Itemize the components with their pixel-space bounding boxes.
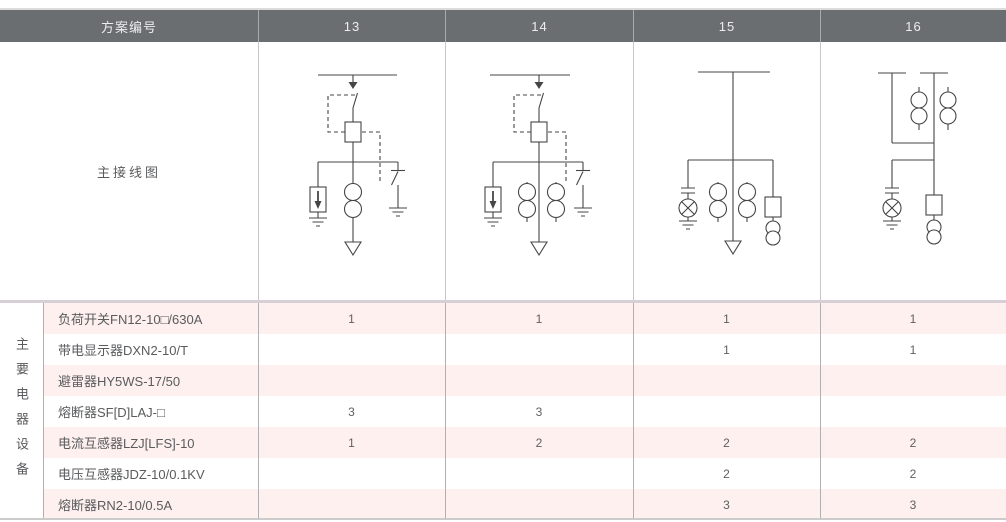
qty-cell: 1 <box>909 311 917 326</box>
diagram-row-label: 主接线图 <box>96 164 161 180</box>
equipment-table-block: 主要电器设备 负荷开关FN12-10□/630A 1 1 1 1 带电显示器DX… <box>0 303 1006 520</box>
table-bottom-border <box>0 518 1006 520</box>
equipment-rows: 负荷开关FN12-10□/630A 1 1 1 1 带电显示器DXN2-10/T… <box>43 303 1006 520</box>
wiring-diagram-scheme-15 <box>633 42 820 300</box>
one-line-diagram-15-svg <box>678 71 782 256</box>
equipment-name: 熔断器SF[D]LAJ-□ <box>58 405 165 420</box>
qty-cell: 1 <box>348 311 355 326</box>
qty-cell: 2 <box>723 435 730 450</box>
header-scheme-15: 15 <box>633 10 820 42</box>
equipment-name: 熔断器RN2-10/0.5A <box>58 498 173 513</box>
table-row: 熔断器SF[D]LAJ-□ 3 3 <box>43 396 1006 427</box>
qty-cell: 3 <box>723 497 730 512</box>
table-row: 避雷器HY5WS-17/50 <box>43 365 1006 396</box>
header-scheme-16: 16 <box>820 10 1006 42</box>
qty-cell: 3 <box>909 497 917 512</box>
grid-vline <box>820 303 821 520</box>
grid-vline <box>633 42 634 300</box>
header-scheme-14: 14 <box>445 10 633 42</box>
main-wiring-diagram-row: 主接线图 <box>0 42 1006 300</box>
table-header-row: 方案编号 13 14 15 16 <box>0 8 1006 42</box>
table-row: 熔断器RN2-10/0.5A 3 3 <box>43 489 1006 520</box>
one-line-diagram-16-svg <box>878 72 957 245</box>
qty-cell: 1 <box>723 342 730 357</box>
table-row: 电流互感器LZJ[LFS]-10 1 2 2 2 <box>43 427 1006 458</box>
qty-cell: 3 <box>348 404 355 419</box>
table-row: 负荷开关FN12-10□/630A 1 1 1 1 <box>43 303 1006 334</box>
equipment-name: 避雷器HY5WS-17/50 <box>58 374 181 389</box>
grid-vline <box>445 303 446 520</box>
qty-cell: 1 <box>348 435 355 450</box>
equipment-name: 带电显示器DXN2-10/T <box>58 343 189 358</box>
qty-cell: 1 <box>535 311 543 326</box>
table-row: 带电显示器DXN2-10/T 1 1 <box>43 334 1006 365</box>
header-scheme-13: 13 <box>258 10 445 42</box>
qty-cell: 2 <box>909 466 917 481</box>
table-row: 电压互感器JDZ-10/0.1KV 2 2 <box>43 458 1006 489</box>
grid-vline <box>445 42 446 300</box>
grid-vline <box>258 303 259 520</box>
grid-vline <box>820 42 821 300</box>
equipment-name: 电流互感器LZJ[LFS]-10 <box>58 436 195 451</box>
qty-cell: 2 <box>723 466 730 481</box>
qty-cell: 1 <box>909 342 917 357</box>
equipment-group-label: 主要电器设备 <box>14 336 29 487</box>
equipment-name: 电压互感器JDZ-10/0.1KV <box>58 467 205 482</box>
grid-vline <box>43 303 44 520</box>
header-scheme-label: 方案编号 <box>100 19 157 35</box>
equipment-block-top-border <box>0 300 1006 303</box>
grid-vline <box>258 42 259 300</box>
qty-cell: 1 <box>723 311 730 326</box>
qty-cell: 2 <box>909 435 917 450</box>
equipment-name: 负荷开关FN12-10□/630A <box>58 312 203 327</box>
one-line-diagram-14-svg <box>484 74 592 257</box>
wiring-diagram-scheme-14 <box>445 42 633 300</box>
grid-vline <box>633 303 634 520</box>
wiring-diagram-scheme-13 <box>258 42 445 300</box>
one-line-diagram-13-svg <box>309 74 407 257</box>
qty-cell: 3 <box>535 404 543 419</box>
wiring-diagram-scheme-16 <box>820 42 1006 300</box>
equipment-group-cell: 主要电器设备 <box>0 303 43 520</box>
qty-cell: 2 <box>535 435 543 450</box>
